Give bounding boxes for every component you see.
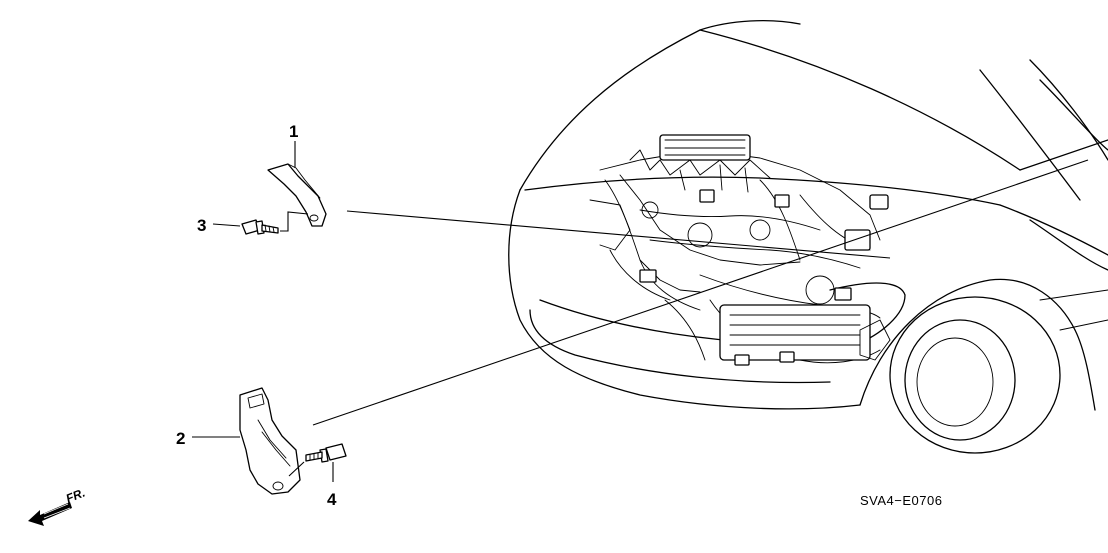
front-indicator: FR. [28, 486, 87, 526]
callout-2: 2 [176, 429, 185, 448]
reference-leaders [312, 159, 1089, 426]
front-label: FR. [64, 486, 87, 506]
callout-3: 3 [197, 216, 206, 235]
engine-bay [589, 134, 891, 366]
flange-bolt-upper [212, 211, 309, 235]
vehicle-illustration [508, 19, 1108, 454]
flange-bolt-lower [288, 443, 347, 482]
callout-1: 1 [289, 122, 298, 141]
diagram-code: SVA4−E0706 [860, 493, 942, 508]
lower-bracket [192, 387, 301, 495]
front-direction-arrow-icon [28, 502, 72, 526]
upper-bracket [267, 141, 327, 227]
callout-4: 4 [327, 490, 337, 509]
